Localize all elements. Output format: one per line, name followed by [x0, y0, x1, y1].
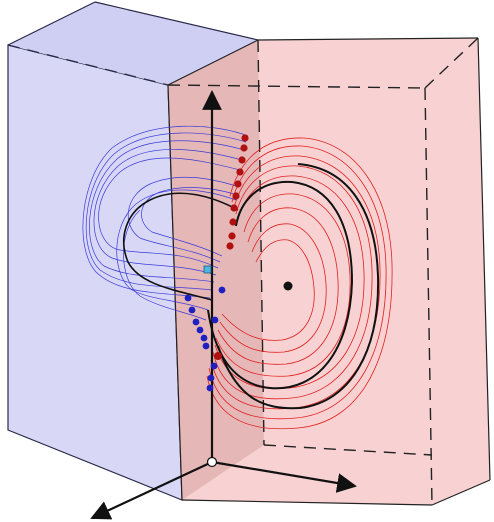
blue-orbit [127, 176, 237, 263]
blue-orbit [82, 125, 249, 299]
blue-marker [210, 362, 218, 370]
dark-red-marker [228, 232, 236, 240]
blue-marker [184, 294, 192, 302]
blue-marker [200, 334, 208, 342]
blue-marker [192, 318, 200, 326]
left-down-axis [90, 461, 213, 520]
red-box-dashed-plane-edge [257, 39, 265, 446]
red-orbit [208, 145, 387, 420]
dark-red-marker [230, 204, 238, 212]
blue-orbit [85, 132, 247, 291]
blue-marker [188, 306, 196, 314]
right-axis [211, 460, 357, 493]
blue-orbit [123, 209, 207, 321]
red-box-dashed-inner-vertical [424, 87, 433, 506]
blue-marker [218, 286, 226, 294]
red-box-dashed-bottom [263, 444, 433, 456]
blue-marker [196, 326, 204, 334]
black-orbit-segment [217, 163, 380, 410]
red-orbit [217, 207, 339, 365]
red-box-edge-top-front [167, 39, 259, 86]
red-orbit [210, 155, 381, 410]
white-dot-icon [206, 456, 218, 468]
blue-orbit [116, 189, 237, 311]
dark-red-marker [234, 180, 242, 188]
dark-red-marker [241, 134, 249, 142]
red-region-box [167, 37, 491, 506]
black-dot-icon [283, 281, 293, 291]
separating-plane [168, 40, 264, 500]
red-box-edge-top [257, 37, 479, 41]
cyan-square-marker [203, 265, 212, 274]
blue-box-front-face [7, 44, 183, 501]
blue-marker [207, 374, 215, 382]
red-box-edge-bottom-right [431, 479, 491, 506]
blue-orbit [141, 187, 235, 257]
black-trajectory-red-part [207, 163, 380, 410]
red-orbit [219, 223, 327, 353]
red-orbit [206, 137, 393, 430]
blue-marker [211, 316, 219, 324]
dark-red-marker [240, 144, 248, 152]
blue-box-edge-top [94, 1, 259, 41]
blue-box-edge-top-left [7, 1, 96, 46]
red-orbit [221, 239, 315, 341]
blue-orbit-family [82, 125, 249, 321]
red-orbit [212, 165, 373, 400]
dark-red-marker [236, 168, 244, 176]
blue-marker [202, 342, 210, 350]
black-orbit-segment [123, 192, 239, 301]
blue-orbit [98, 157, 241, 269]
blue-orbit [89, 140, 245, 283]
blue-markers [184, 286, 226, 392]
red-box-edge-bottom [181, 499, 433, 506]
blue-marker [206, 384, 214, 392]
black-orbit-segment [207, 180, 354, 390]
dark-red-marker [214, 352, 222, 360]
red-box-edge-left [167, 84, 183, 501]
dark-red-marker [229, 218, 237, 226]
black-trajectory-blue-part [123, 192, 239, 301]
blue-orbit [93, 149, 243, 276]
dark-red-marker [238, 156, 246, 164]
blue-box-edge-back-dashed [7, 44, 169, 86]
dark-red-marker [232, 192, 240, 200]
red-orbit [215, 193, 351, 377]
red-box-edge-right [477, 37, 491, 481]
dark-red-markers [214, 134, 249, 360]
dark-red-marker [226, 242, 234, 250]
red-box-dashed-inner-top [167, 84, 426, 89]
red-box-dashed-inner-corner [424, 37, 479, 89]
